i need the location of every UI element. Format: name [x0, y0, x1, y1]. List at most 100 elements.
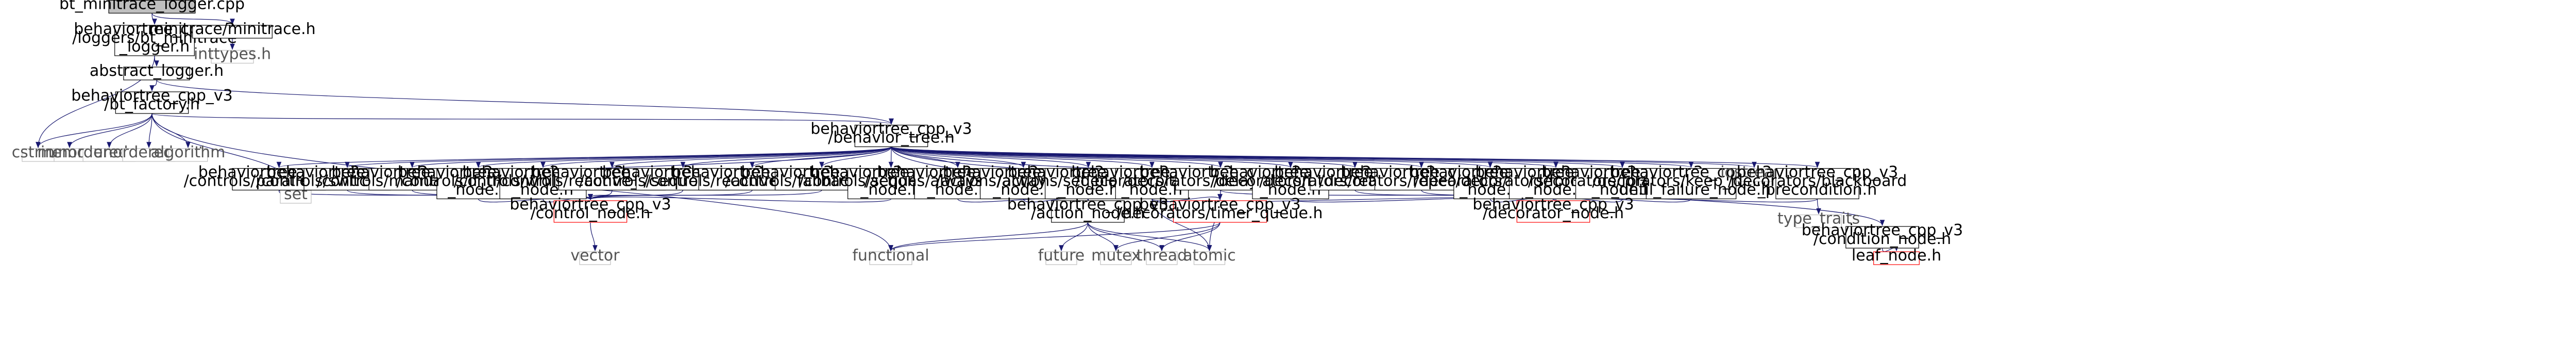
dependency-edge: [888, 222, 1089, 252]
graph-node[interactable]: behaviortree_cpp_v3/control_node.h: [510, 196, 671, 223]
graph-node: mutex: [1091, 247, 1141, 265]
graph-node: algorithm: [151, 143, 226, 162]
dependency-edge: [540, 146, 892, 168]
dependency-edge: [410, 146, 892, 168]
node-box: [122, 148, 176, 162]
graph-node[interactable]: behaviortree_cpp_v3/condition_node.h: [1802, 221, 1963, 249]
node-label: _node.h: [1121, 181, 1182, 199]
graph-node[interactable]: behaviortree_cpp_v3/decorator_node.h: [1472, 196, 1634, 223]
dependency-edge: [151, 113, 191, 149]
node-label: /bt_factory.h: [104, 95, 200, 113]
graph-node[interactable]: behaviortree_cpp_v3/bt_factory.h: [71, 87, 233, 114]
node-box: [1516, 200, 1590, 223]
dependency-edge: [1087, 222, 1212, 252]
node-box: [854, 124, 928, 148]
dependency-edge: [151, 13, 235, 25]
dependency-edge: [891, 146, 1293, 168]
graph-node: thread: [1137, 247, 1187, 265]
node-box: [108, 0, 196, 14]
node-label: behaviortree_cpp_v3: [510, 196, 671, 214]
graph-node: inttypes.h: [194, 45, 271, 64]
graph-node: future: [1038, 247, 1084, 265]
nodes-layer: bt_minitrace_logger.cpp behaviortree_cpp_…: [12, 0, 1963, 265]
node-label: minitrace/minitrace.h: [149, 20, 315, 38]
node-label: _precondition.h: [1757, 181, 1877, 199]
node-label: /action_node.h: [1031, 204, 1145, 222]
dependency-edge: [1087, 222, 1164, 252]
node-box: [168, 148, 208, 162]
dependency-edge: [680, 146, 892, 168]
dependency-edge: [1882, 245, 1899, 252]
node-label: _node.h: [860, 181, 921, 199]
node-label: /decorators/timer_queue.h: [1117, 204, 1323, 222]
node-label: /behavior_tree.h: [828, 129, 955, 147]
graph-node[interactable]: behaviortree_cpp_v3/behavior_tree.h: [810, 120, 972, 148]
dependency-edge: [1816, 199, 1821, 215]
node-box: [211, 50, 254, 64]
node-box: [1051, 200, 1125, 223]
graph-node[interactable]: abstract_logger.h: [90, 62, 224, 80]
dependency-edge: [588, 189, 822, 201]
node-label: _until_failure_node.h: [1611, 181, 1771, 199]
node-box: [1146, 251, 1178, 265]
dependency-edge: [819, 146, 892, 168]
node-label: future: [1038, 247, 1084, 265]
node-box: [1193, 251, 1226, 265]
node-label: behaviortree_cpp_v3: [1007, 196, 1168, 214]
node-label: /control_node.h: [531, 204, 651, 222]
graph-node: vector: [570, 247, 620, 265]
graph-node[interactable]: behaviortree_cpp_v3/decorators/blackboar…: [1728, 164, 1907, 200]
graph-node[interactable]: minitrace/minitrace.h: [149, 20, 316, 39]
node-label: functional: [852, 247, 929, 265]
node-label: type_traits: [1777, 210, 1860, 228]
node-box: [115, 91, 189, 114]
node-label: vector: [570, 247, 620, 265]
dependency-edge: [146, 113, 152, 149]
graph-node[interactable]: behaviortree_cpp_v3/actions/set_blackboa…: [997, 164, 1180, 200]
node-box: [54, 148, 86, 162]
dependency-edge: [590, 222, 598, 252]
graph-node[interactable]: leaf_node.h: [1852, 247, 1941, 265]
node-box: [1646, 168, 1737, 200]
node-label: inttypes.h: [194, 45, 271, 63]
dependency-edge: [107, 113, 152, 149]
node-box: [1100, 251, 1132, 265]
graph-node[interactable]: bt_minitrace_logger.cpp: [59, 0, 245, 14]
node-label: behaviortree_cpp_v3: [1802, 221, 1963, 239]
node-label: thread: [1137, 247, 1187, 265]
node-label: _logger.h: [119, 38, 190, 56]
dependency-edge: [1151, 199, 1212, 252]
dependency-edge: [891, 146, 1155, 168]
node-label: behaviortree_cpp_v3: [1139, 196, 1300, 214]
dependency-edge: [476, 146, 892, 168]
graph-node[interactable]: behaviortree_cpp_v3/decorators/timer_que…: [1117, 196, 1323, 223]
node-box: [1736, 168, 1773, 182]
node-label: behaviortree_cpp_v3: [1472, 196, 1634, 214]
node-label: /decorator_node.h: [1483, 204, 1624, 222]
node-box: [114, 25, 195, 56]
node-label: mutex: [1091, 247, 1141, 265]
graph-node[interactable]: behaviortree_cpp_v3/action_node.h: [1007, 196, 1168, 223]
node-label: behaviortree_cpp_v3: [1737, 164, 1898, 182]
node-box: [1873, 251, 1920, 265]
node-label: bt_minitrace_logger.cpp: [59, 0, 245, 13]
node-label: _node.h: [1591, 181, 1653, 199]
dependency-edge: [1159, 222, 1221, 252]
node-box: [579, 251, 611, 265]
dependency-edge: [891, 146, 1223, 168]
node-label: algorithm: [151, 143, 226, 161]
node-box: [1775, 168, 1859, 200]
graph-node: type_traits: [1777, 210, 1860, 229]
node-box: [280, 190, 312, 204]
node-label: atomic: [1183, 247, 1236, 265]
node-label: leaf_node.h: [1852, 247, 1941, 265]
dependency-edge: [67, 113, 152, 149]
dependency-edge: [1151, 194, 1223, 203]
node-box: [123, 67, 190, 80]
node-box: [1045, 251, 1077, 265]
dependency-edge: [151, 113, 893, 125]
dependency-edge: [149, 79, 157, 92]
dependency-edge: [1059, 222, 1089, 252]
node-box: [553, 200, 628, 223]
node-box: [192, 25, 273, 39]
